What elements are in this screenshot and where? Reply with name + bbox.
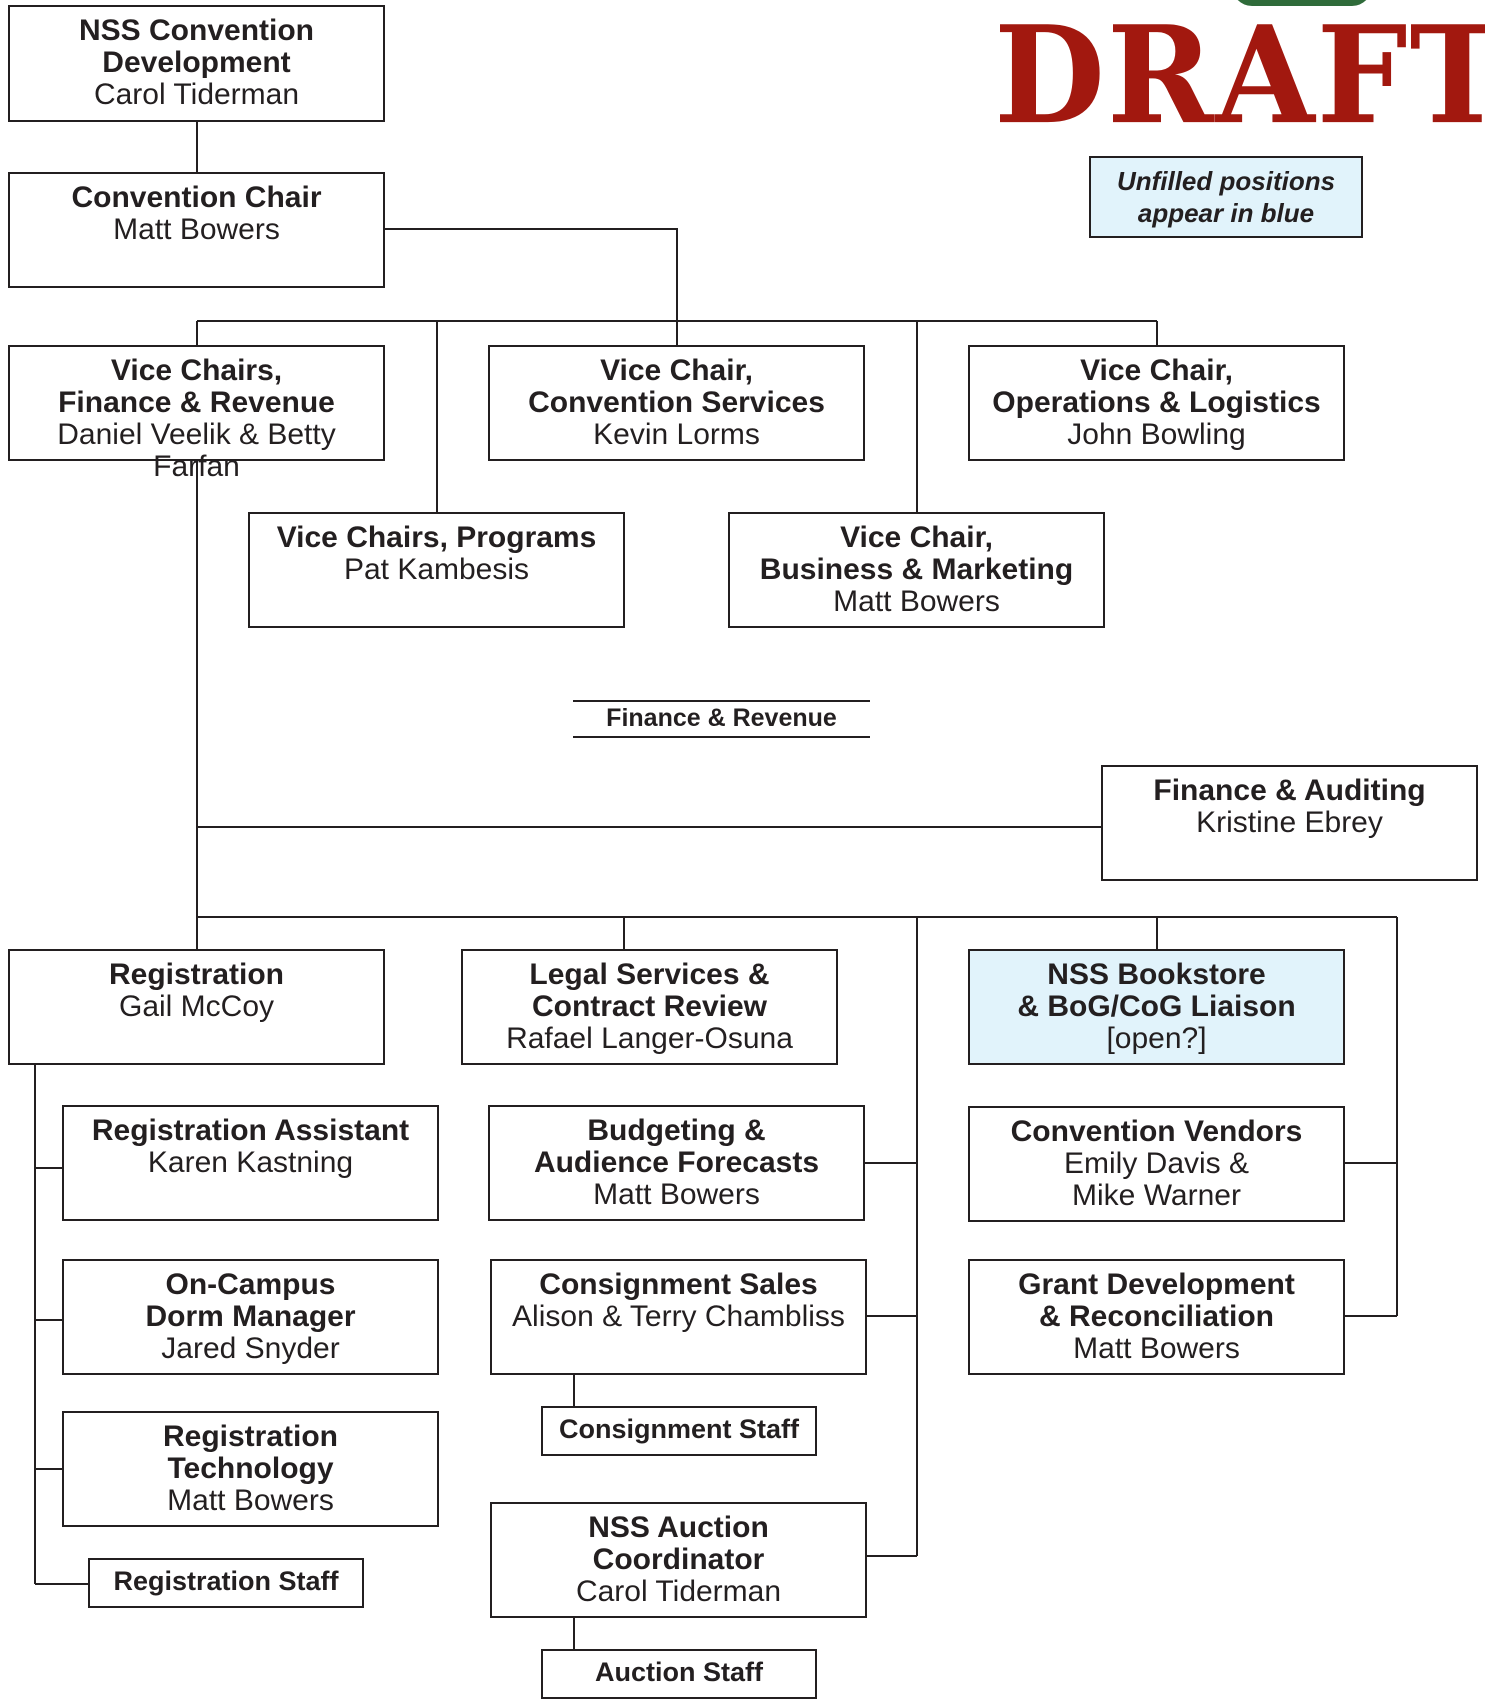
draft-emblem [1232, 0, 1372, 6]
box-convention-vendors: Convention Vendors Emily Davis & Mike Wa… [968, 1106, 1345, 1222]
box-convention-chair: Convention Chair Matt Bowers [8, 172, 385, 288]
box-convention-development: NSS Convention Development Carol Tiderma… [8, 5, 385, 122]
box-person: Pat Kambesis [343, 553, 530, 586]
box-person: Karen Kastning [147, 1146, 354, 1179]
box-registration: Registration Gail McCoy [8, 949, 385, 1065]
box-vc-business-marketing: Vice Chair, Business & Marketing Matt Bo… [728, 512, 1105, 628]
box-title: Consignment Staff [559, 1414, 799, 1444]
box-person: Emily Davis & Mike Warner [1063, 1147, 1250, 1212]
box-person: Daniel Veelik & Betty Farfan [57, 418, 336, 483]
box-person: Rafael Langer-Osuna [506, 1022, 793, 1055]
box-person: Matt Bowers [113, 213, 280, 246]
box-vc-finance-revenue: Vice Chairs, Finance & Revenue Daniel Ve… [8, 345, 385, 483]
box-registration-staff: Registration Staff [88, 1558, 364, 1608]
box-person: Jared Snyder [161, 1332, 340, 1365]
box-person: Matt Bowers [1073, 1332, 1240, 1365]
box-person: Kevin Lorms [593, 418, 760, 451]
box-dorm-manager: On-Campus Dorm Manager Jared Snyder [62, 1259, 439, 1375]
box-title: Consignment Sales [539, 1268, 818, 1301]
box-title: Grant Development & Reconciliation [1018, 1268, 1295, 1333]
box-budgeting: Budgeting & Audience Forecasts Matt Bowe… [488, 1105, 865, 1221]
box-title: Budgeting & Audience Forecasts [533, 1114, 820, 1179]
box-title: Registration Assistant [91, 1114, 410, 1147]
box-person: Matt Bowers [593, 1178, 760, 1211]
box-consignment-sales: Consignment Sales Alison & Terry Chambli… [490, 1259, 867, 1375]
box-vc-operations-logistics: Vice Chair, Operations & Logistics John … [968, 345, 1345, 461]
box-person: [open?] [1106, 1022, 1207, 1055]
box-person: Matt Bowers [833, 585, 1000, 618]
box-title: Finance & Auditing [1153, 774, 1426, 807]
box-title: Auction Staff [595, 1657, 763, 1687]
box-vc-convention-services: Vice Chair, Convention Services Kevin Lo… [488, 345, 865, 461]
box-title: NSS Convention Development [78, 14, 314, 79]
box-title: Legal Services & Contract Review [529, 958, 770, 1023]
box-person: Gail McCoy [118, 990, 275, 1023]
box-person: Carol Tiderman [575, 1575, 782, 1608]
box-auction-staff: Auction Staff [541, 1649, 817, 1699]
box-vc-programs: Vice Chairs, Programs Pat Kambesis [248, 512, 625, 628]
draft-watermark: DRAFT [994, 0, 1485, 155]
box-legal-services: Legal Services & Contract Review Rafael … [461, 949, 838, 1065]
box-person: Alison & Terry Chambliss [512, 1300, 845, 1333]
box-finance-auditing: Finance & Auditing Kristine Ebrey [1101, 765, 1478, 881]
box-person: John Bowling [1067, 418, 1246, 451]
box-auction-coordinator: NSS Auction Coordinator Carol Tiderman [490, 1502, 867, 1618]
box-person: Carol Tiderman [93, 78, 300, 111]
box-registration-assistant: Registration Assistant Karen Kastning [62, 1105, 439, 1221]
line-chair-to-bus [385, 228, 678, 321]
box-title: Convention Vendors [1010, 1115, 1303, 1148]
box-title: Registration [108, 958, 285, 991]
legend-note: Unfilled positions appear in blue [1089, 156, 1363, 238]
box-title: Registration Technology [162, 1420, 339, 1485]
box-title: NSS Bookstore & BoG/CoG Liaison [1017, 958, 1296, 1023]
box-registration-technology: Registration Technology Matt Bowers [62, 1411, 439, 1527]
box-title: Convention Chair [71, 181, 322, 214]
box-title: On-Campus Dorm Manager [145, 1268, 356, 1333]
box-title: Vice Chair, Operations & Logistics [992, 354, 1321, 419]
box-bookstore-liaison: NSS Bookstore & BoG/CoG Liaison [open?] [968, 949, 1345, 1065]
section-title-finance-revenue: Finance & Revenue [573, 700, 870, 738]
box-person: Matt Bowers [167, 1484, 334, 1517]
box-title: Vice Chairs, Finance & Revenue [58, 354, 335, 419]
box-consignment-staff: Consignment Staff [541, 1406, 817, 1456]
box-title: Registration Staff [113, 1566, 339, 1596]
box-title: NSS Auction Coordinator [588, 1511, 769, 1576]
box-title: Vice Chairs, Programs [276, 521, 597, 554]
box-person: Kristine Ebrey [1196, 806, 1383, 839]
box-title: Vice Chair, Business & Marketing [759, 521, 1074, 586]
box-grant-development: Grant Development & Reconciliation Matt … [968, 1259, 1345, 1375]
box-title: Vice Chair, Convention Services [528, 354, 825, 419]
